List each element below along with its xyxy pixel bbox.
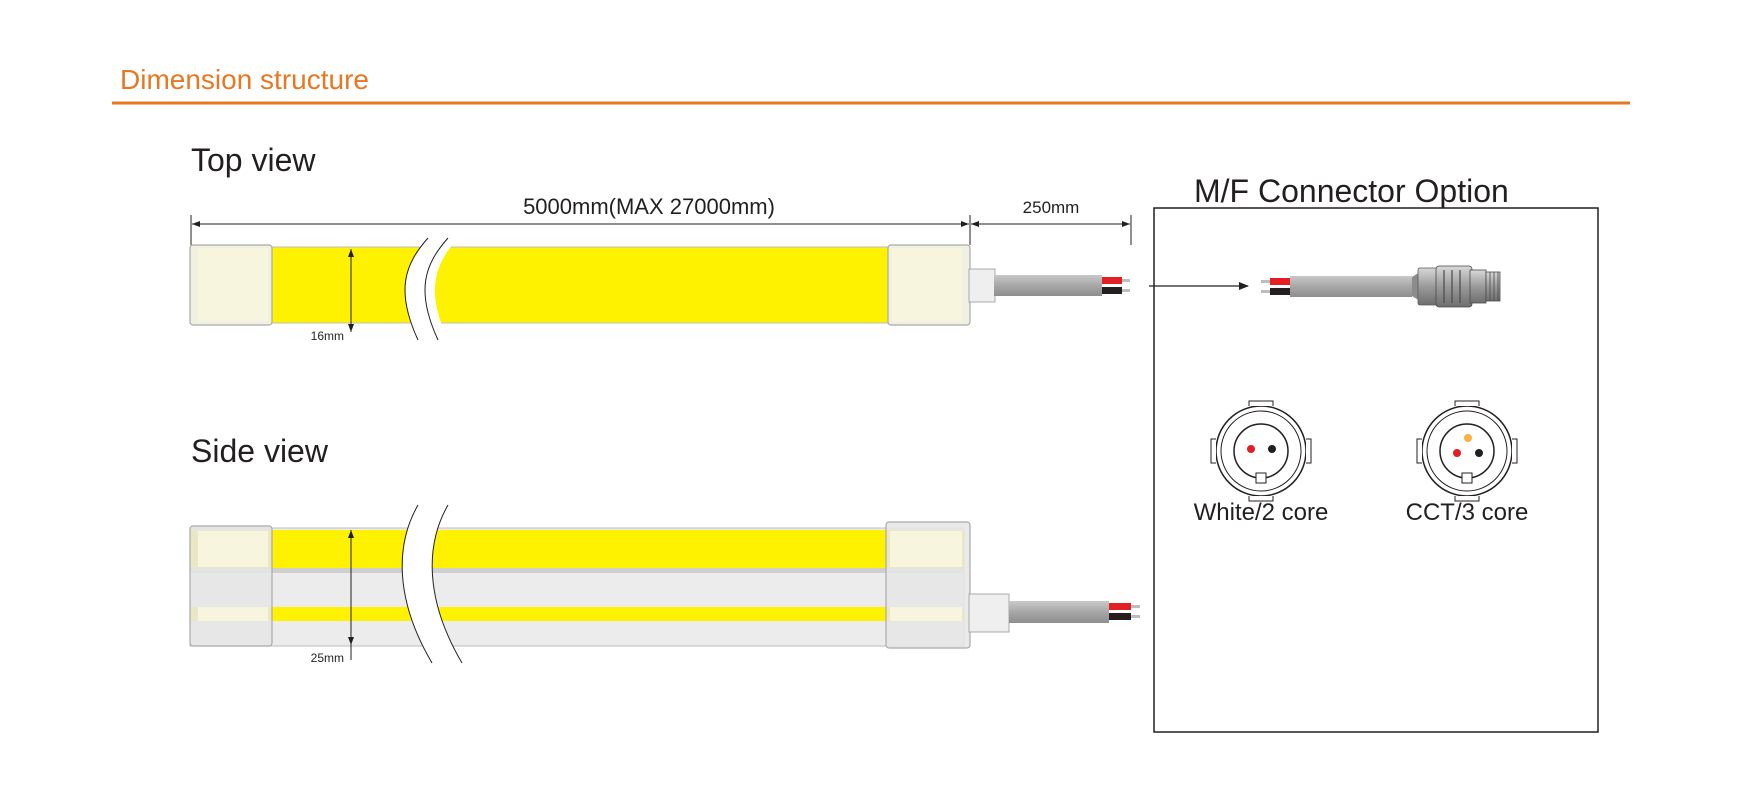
top-cable — [994, 275, 1102, 296]
option-label-2-core: White/2 core — [1194, 499, 1329, 526]
side-wire-black — [1109, 613, 1131, 620]
top-break-line-left — [404, 237, 429, 341]
connector-face-2-pin-icon — [1210, 400, 1312, 502]
top-view: Top view 5000mm(MAX 27000mm) 250mm 16m — [189, 142, 1132, 343]
side-right-cap-band — [890, 607, 962, 621]
side-view: Side view 25mm — [189, 433, 1140, 665]
side-wire-red — [1109, 603, 1131, 610]
side-break-line-left — [401, 504, 433, 664]
top-cable-boot — [968, 268, 996, 303]
connector-panel: M/F Connector Option — [1153, 173, 1599, 733]
top-wire-black — [1102, 287, 1122, 294]
pin-red — [1453, 449, 1461, 457]
pin-yellow — [1464, 434, 1472, 442]
top-strip-body — [189, 246, 965, 324]
side-left-cap-top — [198, 531, 268, 567]
height-dimension-label: 25mm — [311, 651, 344, 665]
side-wire-tip-black — [1131, 615, 1140, 618]
side-left-cap-band — [198, 607, 268, 621]
length-dimension-label: 5000mm(MAX 27000mm) — [523, 194, 775, 219]
connector-face-3-pin-icon — [1416, 400, 1518, 502]
option-label-3-core: CCT/3 core — [1406, 499, 1529, 526]
pin-black — [1475, 449, 1483, 457]
top-wire-tip-red — [1122, 279, 1130, 282]
top-left-cap-inner — [198, 248, 268, 321]
connector-panel-frame — [1153, 207, 1599, 733]
pin-red — [1247, 445, 1255, 453]
pin-black — [1268, 445, 1276, 453]
top-break-symbol — [404, 238, 458, 340]
side-right-cap-top — [890, 531, 962, 567]
lead-dimension-label: 250mm — [1023, 198, 1080, 217]
side-divider — [190, 568, 964, 573]
side-bottom-yellow-band — [190, 607, 964, 621]
side-cable — [1009, 601, 1109, 623]
top-wire-tip-black — [1122, 289, 1130, 292]
side-break-symbol — [402, 505, 462, 663]
side-view-label: Side view — [191, 433, 329, 469]
section-title: Dimension structure — [120, 64, 369, 95]
top-break-line-right — [424, 237, 449, 341]
side-cable-boot — [968, 593, 1010, 633]
connector-panel-title: M/F Connector Option — [1194, 173, 1509, 209]
dc-connector-icon — [1261, 265, 1501, 308]
top-view-label: Top view — [191, 142, 316, 178]
width-dimension-label: 16mm — [311, 329, 344, 343]
side-break-line-right — [431, 504, 463, 664]
top-wire-red — [1102, 277, 1122, 284]
top-right-cap-inner — [892, 248, 962, 321]
side-wire-tip-red — [1131, 605, 1140, 608]
side-top-yellow-face — [190, 530, 964, 568]
